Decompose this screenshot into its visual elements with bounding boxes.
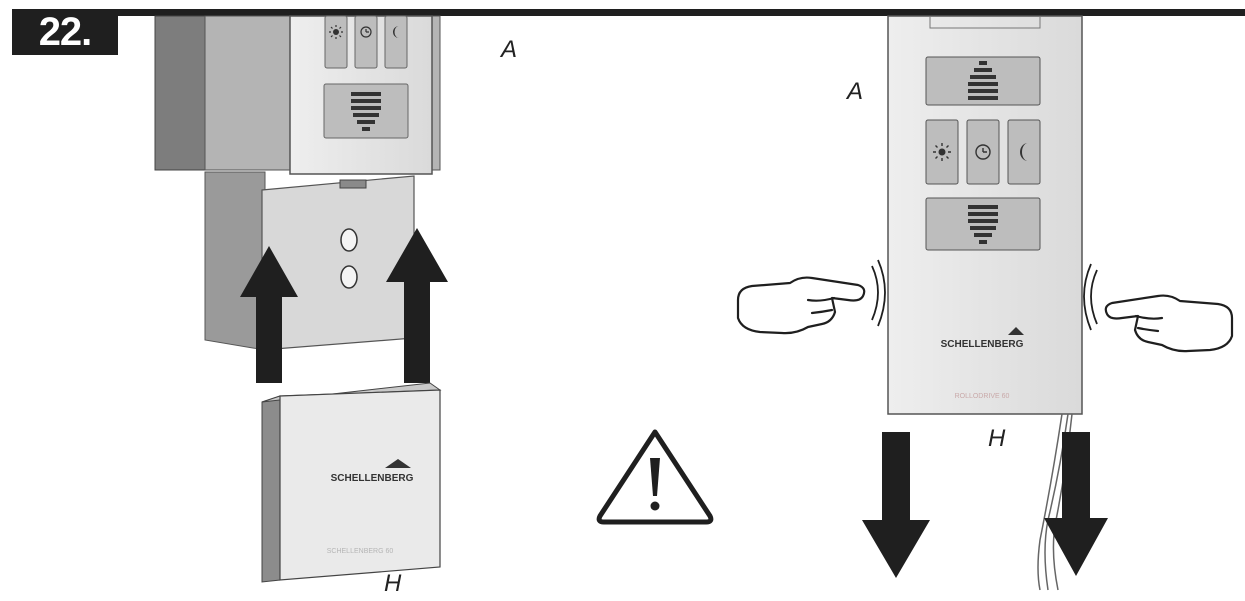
right-moon-button: [1007, 119, 1041, 185]
cover-model-print: SCHELLENBERG 60: [327, 548, 394, 555]
device-model-print: ROLLODRIVE 60: [955, 393, 1010, 400]
clock-icon: [975, 144, 991, 160]
right-down-button: [925, 197, 1041, 251]
mounting-plate: [261, 175, 415, 351]
label-right-device: A: [847, 78, 864, 105]
cover-logo: SCHELLENBERG: [331, 473, 414, 484]
vibration-lines-right: [1083, 263, 1098, 331]
moon-icon: [1020, 143, 1028, 161]
down-arrow-right: [1044, 432, 1108, 576]
right-up-button: [925, 56, 1041, 106]
clock-icon: [360, 26, 372, 38]
left-panel: SCHELLENBERG SCHELLENBERG 60: [154, 15, 448, 583]
right-panel: SCHELLENBERG ROLLODRIVE 60: [736, 15, 1234, 591]
left-cover-side: [261, 395, 281, 583]
left-sun-button: [324, 15, 348, 69]
plate-clip: [339, 179, 367, 189]
left-clock-button: [354, 15, 378, 69]
screw-hole-upper: [340, 228, 358, 252]
up-arrow-left: [240, 246, 298, 383]
up-arrow-icon: [968, 61, 998, 100]
left-cover: [279, 389, 441, 581]
pressing-hand-left-icon: [736, 276, 866, 335]
left-moon-button: [384, 15, 408, 69]
vibration-lines-left: [871, 259, 886, 327]
label-left-cover: H: [384, 570, 402, 597]
label-left-device: A: [501, 36, 518, 63]
logo-roof-mark: [1008, 327, 1024, 335]
down-arrow-icon: [351, 92, 381, 131]
right-device-top-detail: [929, 16, 1041, 29]
up-arrow-right: [386, 228, 448, 383]
pressing-hand-right-icon: [1104, 294, 1234, 353]
warning-triangle-icon: [596, 429, 714, 525]
label-right-cover: H: [988, 425, 1006, 452]
sun-icon: [329, 25, 343, 39]
down-arrow-left: [862, 432, 930, 578]
device-logo: SCHELLENBERG: [941, 339, 1024, 350]
logo-roof-mark: [385, 459, 411, 468]
left-down-button: [323, 83, 409, 139]
step-number-badge: 22.: [12, 9, 118, 55]
moon-icon: [393, 26, 399, 38]
screw-hole-lower: [340, 265, 358, 289]
top-rule: [12, 9, 1245, 16]
down-arrow-icon: [968, 205, 998, 244]
sun-icon: [933, 143, 951, 161]
